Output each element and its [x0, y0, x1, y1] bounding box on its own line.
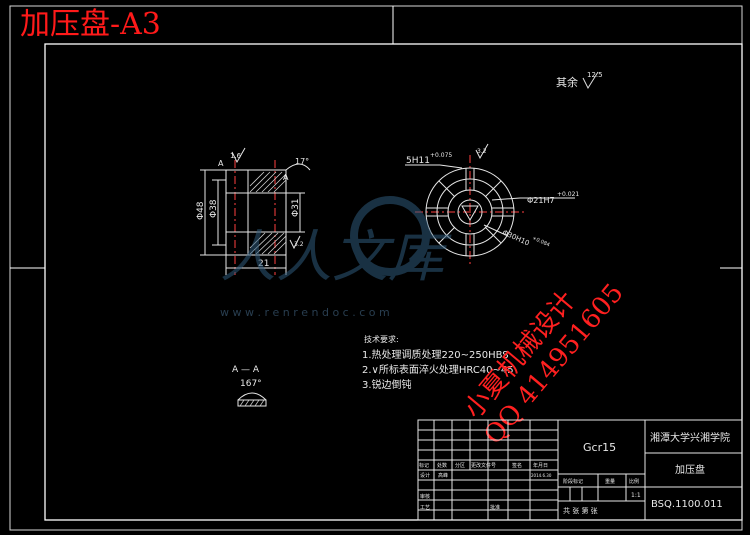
fit-tolerance: +0.075: [430, 152, 452, 159]
hole-tolerance: +0.021: [557, 191, 579, 198]
tb-stage-mark: 阶段标记: [563, 478, 583, 485]
tb-col-mark: 标记: [419, 462, 429, 469]
tb-drawing-no: BSQ.1100.011: [651, 499, 723, 510]
svg-text:3.锐边倒钝: 3.锐边倒钝: [362, 378, 412, 391]
tb-date: 2014.6.30: [531, 473, 552, 478]
tb-school: 湘潭大学兴湘学院: [650, 431, 730, 444]
tb-sheet: 共 张 第 张: [563, 506, 598, 515]
big-hole-tolerance: +0.084: [531, 235, 550, 248]
tb-col-count: 处数: [437, 462, 447, 469]
tb-col-sign: 签名: [512, 462, 522, 469]
watermark: 人人文库 w w w . r e n r e n d o c . c o m: [220, 196, 452, 319]
tb-row-process: 工艺: [420, 505, 430, 511]
tb-col-zone: 分区: [455, 462, 465, 469]
tb-row-design: 设计: [420, 472, 430, 479]
section-detail-angle: 167°: [240, 379, 262, 389]
tb-material: Gcr15: [583, 441, 616, 454]
svg-text:12.5: 12.5: [587, 71, 603, 79]
tb-part-name: 加压盘: [675, 463, 705, 476]
tb-col-doc: 更改文件号: [471, 462, 496, 469]
svg-text:2.∨所标表面淬火处理HRC40~45: 2.∨所标表面淬火处理HRC40~45: [362, 363, 514, 376]
tb-col-date: 年月日: [533, 462, 548, 469]
section-detail-label: A — A: [232, 365, 260, 375]
title-block: [417, 419, 743, 521]
front-roughness: 3.2: [477, 148, 487, 155]
hole-label: Φ21H7: [527, 196, 555, 205]
tb-scale: 1:1: [631, 492, 641, 499]
tb-scale-header: 比例: [629, 478, 639, 485]
svg-text:人人文库: 人人文库: [220, 225, 452, 290]
section-angle-label: 17°: [295, 157, 309, 166]
front-view: [405, 143, 575, 265]
tb-weight: 重量: [605, 478, 615, 485]
section-roughness-side: 3.2: [294, 241, 304, 248]
section-cut-marker-b: A: [283, 173, 289, 182]
drawing-title: 加压盘-A3: [20, 7, 161, 42]
svg-text:1.热处理调质处理220~250HBS: 1.热处理调质处理220~250HBS: [362, 348, 509, 361]
svg-text:w w w . r e n r e n d o c . c: w w w . r e n r e n d o c . c o m: [220, 306, 390, 319]
section-detail-shape: [237, 392, 267, 407]
tb-approve: 批准: [490, 504, 500, 511]
dim-length: 21: [258, 259, 269, 269]
tb-row-review: 审核: [420, 493, 430, 500]
dim-inner-diameter: Φ38: [209, 199, 219, 218]
roughness-note: 其余 12.5: [556, 71, 603, 90]
section-view: [200, 147, 311, 275]
dim-outer-diameter: Φ48: [196, 201, 206, 220]
section-cut-marker-a: A: [218, 159, 224, 168]
svg-text:技术要求:: 技术要求:: [364, 334, 399, 344]
tb-designer: 高峰: [438, 472, 448, 479]
tech-requirements: 技术要求: 1.热处理调质处理220~250HBS 2.∨所标表面淬火处理HRC…: [362, 334, 514, 391]
svg-text:其余: 其余: [556, 75, 578, 89]
section-roughness-top: 1.6: [230, 152, 242, 160]
dim-bore-diameter: Φ31: [291, 198, 301, 217]
fit-label: 5H11: [406, 156, 430, 166]
